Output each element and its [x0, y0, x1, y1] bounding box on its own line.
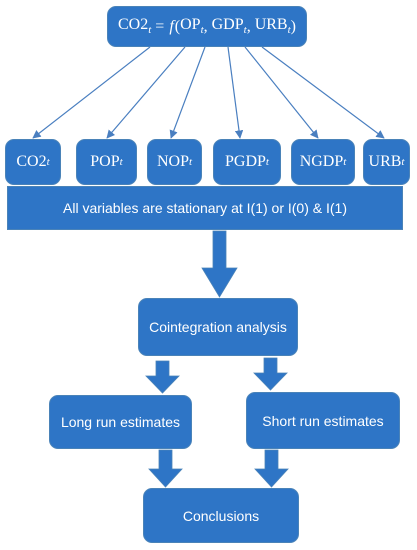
function-symbol: f — [169, 17, 174, 35]
stationarity-band: All variables are stationary at I(1) or … — [7, 186, 403, 230]
block-arrow-to-long-run — [145, 360, 180, 394]
arrow-to-nop — [169, 46, 206, 139]
equation-box: CO2t = f(OPt, GDPt, URBt) — [107, 6, 307, 47]
short-run-box: Short run estimates — [246, 392, 400, 449]
arrow-to-ngdp — [244, 46, 319, 139]
block-arrow-to-short-run — [253, 357, 288, 391]
arrow-to-co2 — [32, 46, 151, 139]
cointegration-box: Cointegration analysis — [138, 298, 298, 356]
equals-sign: = — [155, 17, 165, 35]
equation-arg-op: OPt — [180, 16, 204, 37]
block-arrow-short-to-conclusions — [254, 449, 289, 488]
arrow-to-urb — [261, 46, 385, 139]
long-run-box: Long run estimates — [49, 395, 192, 449]
equation-lhs: CO2t — [118, 16, 152, 37]
arrow-to-pgdp — [227, 46, 244, 139]
equation-arg-urb: URBt — [254, 16, 291, 37]
block-arrow-to-cointegration — [201, 230, 238, 298]
arrow-to-pop — [106, 46, 186, 139]
equation-arg-gdp: GDPt — [211, 16, 247, 37]
block-arrow-long-to-conclusions — [148, 449, 183, 488]
conclusions-box: Conclusions — [143, 488, 299, 543]
